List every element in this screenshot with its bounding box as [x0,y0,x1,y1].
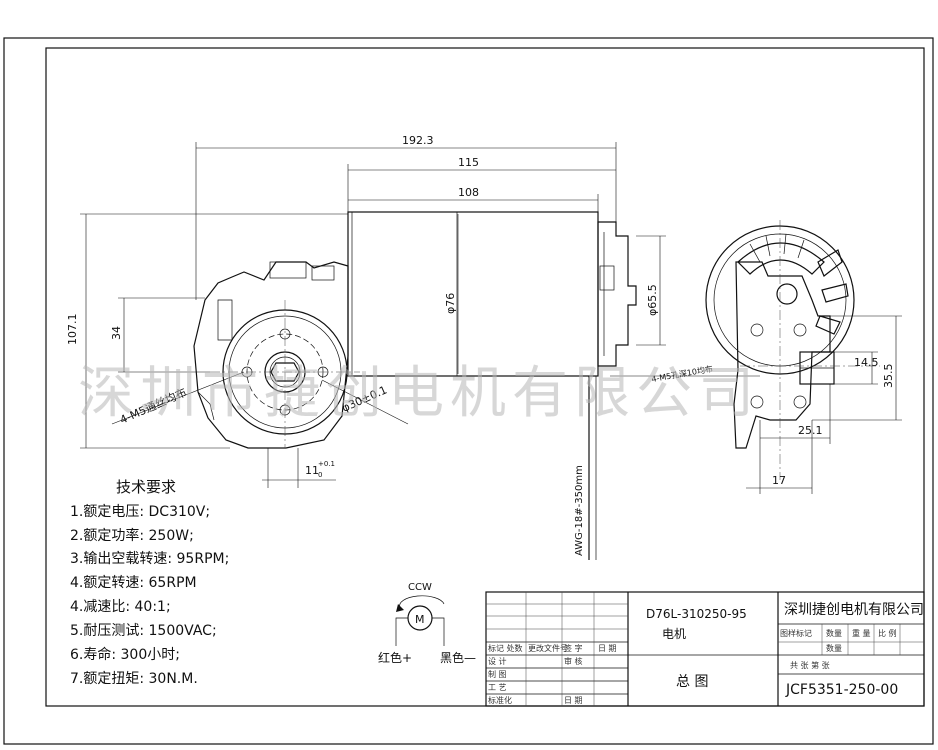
grid-cell: 更改文件号 [528,643,568,653]
dim-end-dia: φ65.5 [646,284,659,316]
black-lead-label: 黑色— [440,651,476,665]
grid-cell: 日 期 [564,696,583,705]
dim-height: 107.1 [66,314,79,346]
model-number: D76L-310250-95 [646,607,747,621]
motor-letter: M [415,613,425,626]
side-view [705,220,880,480]
grid-cell: 标准化 [488,695,512,705]
dim-overall-length: 192.3 [402,134,434,147]
req-item: 4.减速比: 40:1; [70,599,171,615]
dim-108: 108 [458,186,479,199]
dim-25-1: 25.1 [798,424,823,437]
sheet-count: 共 张 第 张 [790,660,830,670]
title-block: 标记 处数 更改文件号 签 字 日 期 设 计 审 核 制 图 工 艺 标准化 … [485,591,925,707]
product-name: 电机 [662,627,686,641]
technical-requirements: 技术要求 1.额定电压: DC310V; 2.额定功率: 250W; 3.输出空… [70,478,229,687]
hdr-weight: 重 量 [852,628,871,638]
req-item: 1.额定电压: DC310V; [70,504,210,520]
grid-cell: 工 艺 [488,683,507,692]
grid-cell: 审 核 [564,656,583,666]
dim-17: 17 [772,474,786,487]
req-item: 2.额定功率: 250W; [70,527,194,544]
requirements-title: 技术要求 [116,478,176,496]
ccw-arrow [399,595,445,609]
hdr-qty: 数量 [826,628,842,638]
grid-cell: 签 字 [564,643,583,653]
grid-cell: 标记 处数 [488,643,523,653]
shaft-tol-lower: 0 [318,471,322,479]
req-item: 5.耐压测试: 1500VAC; [70,623,217,639]
motor-body [347,211,599,377]
dim-motor-dia: φ76 [444,293,457,314]
drawing-number: JCF5351-250-00 [785,682,898,698]
dim-shaft: 11 [305,464,319,477]
brush-arc [737,242,825,275]
dim-14-5: 14.5 [854,356,879,369]
dim-115: 115 [458,156,479,169]
dim-35-5: 35.5 [882,364,895,389]
rear-end-cap [597,221,637,367]
shaft-tol-upper: +0.1 [318,460,335,468]
req-item: 4.额定转速: 65RPM [70,575,197,591]
wiring-diagram: CCW M 红色+ 黑色— [378,582,476,665]
drawing-name: 总 图 [676,674,708,690]
hdr-mark: 图样标记 [780,628,812,638]
req-item: 7.额定扭矩: 30N.M. [70,671,198,687]
inner-border [45,47,925,707]
gearbox-housing [193,261,349,449]
company-name: 深圳捷创电机有限公司 [784,602,924,618]
front-view [193,211,637,560]
hdr-count: 数量 [826,643,842,653]
rotation-direction: CCW [408,582,432,593]
grid-cell: 设 计 [488,656,507,666]
dim-34: 34 [110,326,123,340]
req-item: 3.输出空载转速: 95RPM; [70,551,229,567]
outer-border [3,37,934,745]
watermark: 深圳市捷创电机有限公司 [78,361,760,426]
grid-cell: 制 图 [488,669,507,679]
gearbox-profile [733,261,831,449]
req-item: 6.寿命: 300小时; [70,646,180,663]
red-lead-label: 红色+ [378,650,412,665]
grid-cell: 日 期 [598,644,617,653]
hdr-scale: 比 例 [878,628,897,638]
wire-label: AWG-18#-350mm [574,465,585,556]
